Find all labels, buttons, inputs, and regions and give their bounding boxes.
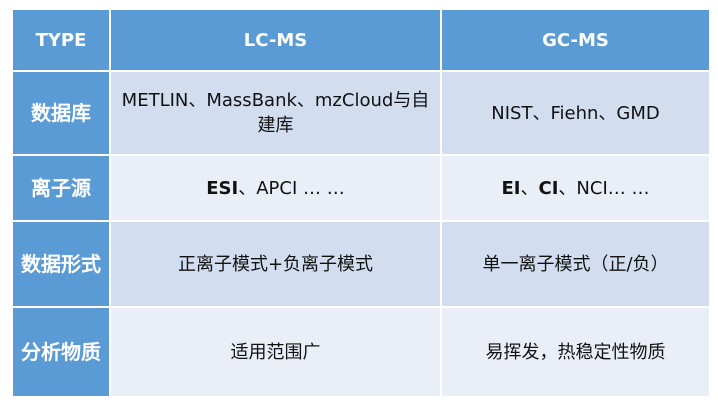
cell-gc-database: NIST、Fiehn、GMD: [442, 72, 709, 156]
cell-gc-analytes: 易挥发，热稳定性物质: [442, 308, 709, 396]
gc-ion-source-sep: 、: [520, 177, 539, 199]
cell-lc-analytes: 适用范围广: [111, 308, 442, 396]
header-lc-ms: LC-MS: [111, 10, 442, 72]
row-label-database: 数据库: [13, 72, 111, 156]
gc-ion-source-bold-ci: CI: [538, 177, 559, 199]
cell-gc-data-format: 单一离子模式（正/负）: [442, 222, 709, 308]
cell-lc-database: METLIN、MassBank、mzCloud与自建库: [111, 72, 442, 156]
comparison-table: TYPE LC-MS GC-MS 数据库 METLIN、MassBank、mzC…: [13, 10, 709, 396]
lc-ion-source-bold: ESI: [206, 177, 239, 199]
cell-lc-data-format: 正离子模式+负离子模式: [111, 222, 442, 308]
header-gc-ms: GC-MS: [442, 10, 709, 72]
gc-ion-source-rest: 、NCI… …: [558, 177, 650, 199]
gc-ion-source-bold-ei: EI: [501, 177, 521, 199]
row-label-ion-source: 离子源: [13, 156, 111, 222]
cell-gc-ion-source: EI、CI、NCI… …: [442, 156, 709, 222]
cell-lc-ion-source: ESI、APCI … …: [111, 156, 442, 222]
row-label-data-format: 数据形式: [13, 222, 111, 308]
header-type: TYPE: [13, 10, 111, 72]
lc-ion-source-rest: 、APCI … …: [238, 177, 345, 199]
row-label-analytes: 分析物质: [13, 308, 111, 396]
